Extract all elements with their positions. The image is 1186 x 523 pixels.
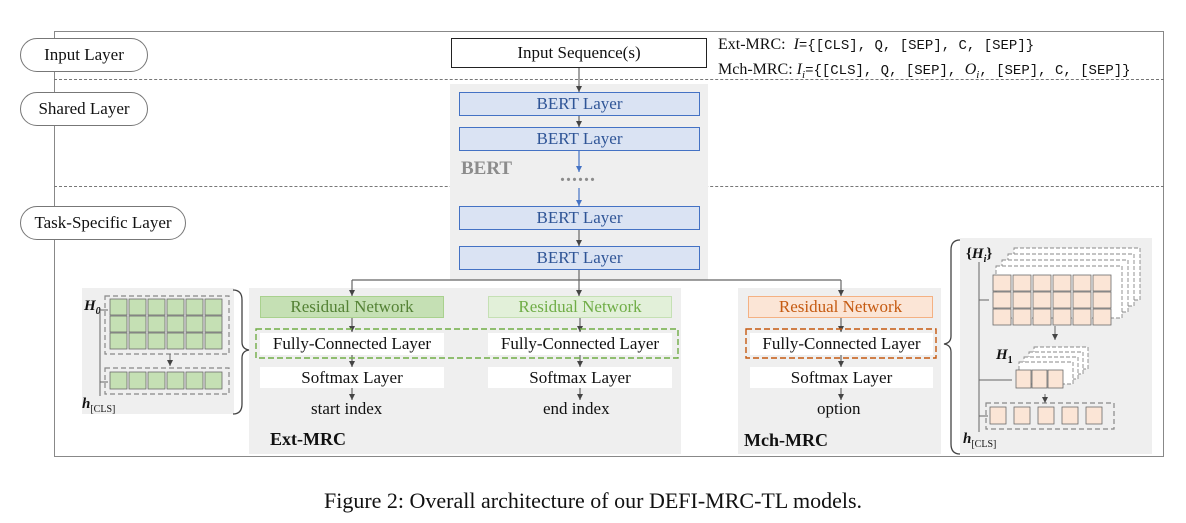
input-layer-label: Input Layer <box>20 38 148 72</box>
shared-layer-label: Shared Layer <box>20 92 148 126</box>
h0-matrix-cell <box>147 298 166 316</box>
static-lines <box>99 68 1115 455</box>
hi-matrix-cell <box>1012 274 1032 292</box>
hi-matrix-cell <box>1072 308 1092 326</box>
hi-matrix-cell <box>1092 274 1112 292</box>
mch-mrc-formula: Mch-MRC: Ii={[CLS], Q, [SEP], Oi, [SEP],… <box>718 61 1131 82</box>
h0-matrix-cell <box>109 298 128 316</box>
hi-matrix-cell <box>1012 308 1032 326</box>
mch-residual-network: Residual Network <box>748 296 933 318</box>
h1-matrix-cell <box>1031 369 1048 389</box>
h-cls-right-cell <box>1061 406 1079 425</box>
h-cls-vector-cell <box>147 371 166 390</box>
hi-matrix-cell <box>992 308 1012 326</box>
hi-matrix-cell <box>1012 291 1032 309</box>
hi-matrix-cell <box>1092 291 1112 309</box>
hi-matrix-cell <box>1072 274 1092 292</box>
diagram-frame <box>54 31 1164 457</box>
hi-label: {Hi} <box>966 246 993 265</box>
h-cls-vector-cell <box>204 371 223 390</box>
h0-matrix-cell <box>185 315 204 333</box>
h0-matrix-cell <box>128 298 147 316</box>
h-cls-vector-cell <box>166 371 185 390</box>
bert-ellipsis: ...... <box>560 164 596 186</box>
h-cls-vector-cell <box>185 371 204 390</box>
h1-matrix-cell <box>1015 369 1032 389</box>
bert-layer-1: BERT Layer <box>459 92 700 116</box>
mch-fc-layer: Fully-Connected Layer <box>750 333 933 355</box>
h0-matrix-cell <box>128 315 147 333</box>
mch-mrc-title: Mch-MRC <box>744 430 828 450</box>
hi-matrix-cell <box>1072 291 1092 309</box>
h0-matrix-cell <box>185 332 204 350</box>
h-cls-right-cell <box>989 406 1007 425</box>
hi-matrix-cell <box>992 274 1012 292</box>
hi-matrix-cell <box>992 291 1012 309</box>
matrix-cells <box>109 247 1141 425</box>
ext-softmax-layer-2: Softmax Layer <box>488 367 672 388</box>
hi-matrix-cell <box>1032 274 1052 292</box>
h0-matrix-cell <box>166 315 185 333</box>
hi-matrix-cell <box>1052 291 1072 309</box>
start-index-label: start index <box>311 399 383 418</box>
hi-matrix-cell <box>1092 308 1112 326</box>
h0-matrix-cell <box>109 315 128 333</box>
bert-layer-4: BERT Layer <box>459 246 700 270</box>
option-label: option <box>817 399 861 418</box>
h-cls-right-cell <box>1013 406 1031 425</box>
bert-layer-3: BERT Layer <box>459 206 700 230</box>
h0-matrix-cell <box>204 315 223 333</box>
h1-matrix-cell <box>1047 369 1064 389</box>
ext-fc-layer-1: Fully-Connected Layer <box>260 333 444 355</box>
h1-label: H1 <box>996 347 1013 366</box>
h0-matrix-cell <box>147 315 166 333</box>
h-cls-right-cell <box>1085 406 1103 425</box>
h0-matrix-cell <box>128 332 147 350</box>
separator-input-shared <box>54 79 1164 80</box>
ext-residual-network-1: Residual Network <box>260 296 444 318</box>
h0-matrix-cell <box>204 298 223 316</box>
h0-matrix-cell <box>147 332 166 350</box>
h-cls-label-left: h[CLS] <box>82 396 116 415</box>
h-cls-vector-cell <box>128 371 147 390</box>
hi-matrix-cell <box>1052 308 1072 326</box>
bert-group-label: BERT <box>461 158 513 179</box>
hi-matrix-cell <box>1032 308 1052 326</box>
h0-matrix-cell <box>166 298 185 316</box>
h0-label: H0 <box>84 298 101 317</box>
h0-matrix-cell <box>109 332 128 350</box>
h-cls-label-right: h[CLS] <box>963 431 997 450</box>
ext-mrc-title: Ext-MRC <box>270 429 346 449</box>
bert-layer-2: BERT Layer <box>459 127 700 151</box>
h0-matrix-cell <box>185 298 204 316</box>
hi-matrix-cell <box>1052 274 1072 292</box>
h0-matrix-cell <box>204 332 223 350</box>
hi-matrix-cell <box>1032 291 1052 309</box>
ext-softmax-layer-1: Softmax Layer <box>260 367 444 388</box>
h-cls-vector-cell <box>109 371 128 390</box>
mch-softmax-layer: Softmax Layer <box>750 367 933 388</box>
ext-mrc-formula: Ext-MRC: I={[CLS], Q, [SEP], C, [SEP]} <box>718 36 1035 54</box>
end-index-label: end index <box>543 399 610 418</box>
h0-matrix-cell <box>166 332 185 350</box>
ext-fc-layer-2: Fully-Connected Layer <box>488 333 672 355</box>
input-sequence-box: Input Sequence(s) <box>451 38 707 68</box>
ext-residual-network-2: Residual Network <box>488 296 672 318</box>
task-specific-layer-label: Task-Specific Layer <box>20 206 186 240</box>
figure-caption: Figure 2: Overall architecture of our DE… <box>323 488 863 513</box>
h-cls-right-cell <box>1037 406 1055 425</box>
